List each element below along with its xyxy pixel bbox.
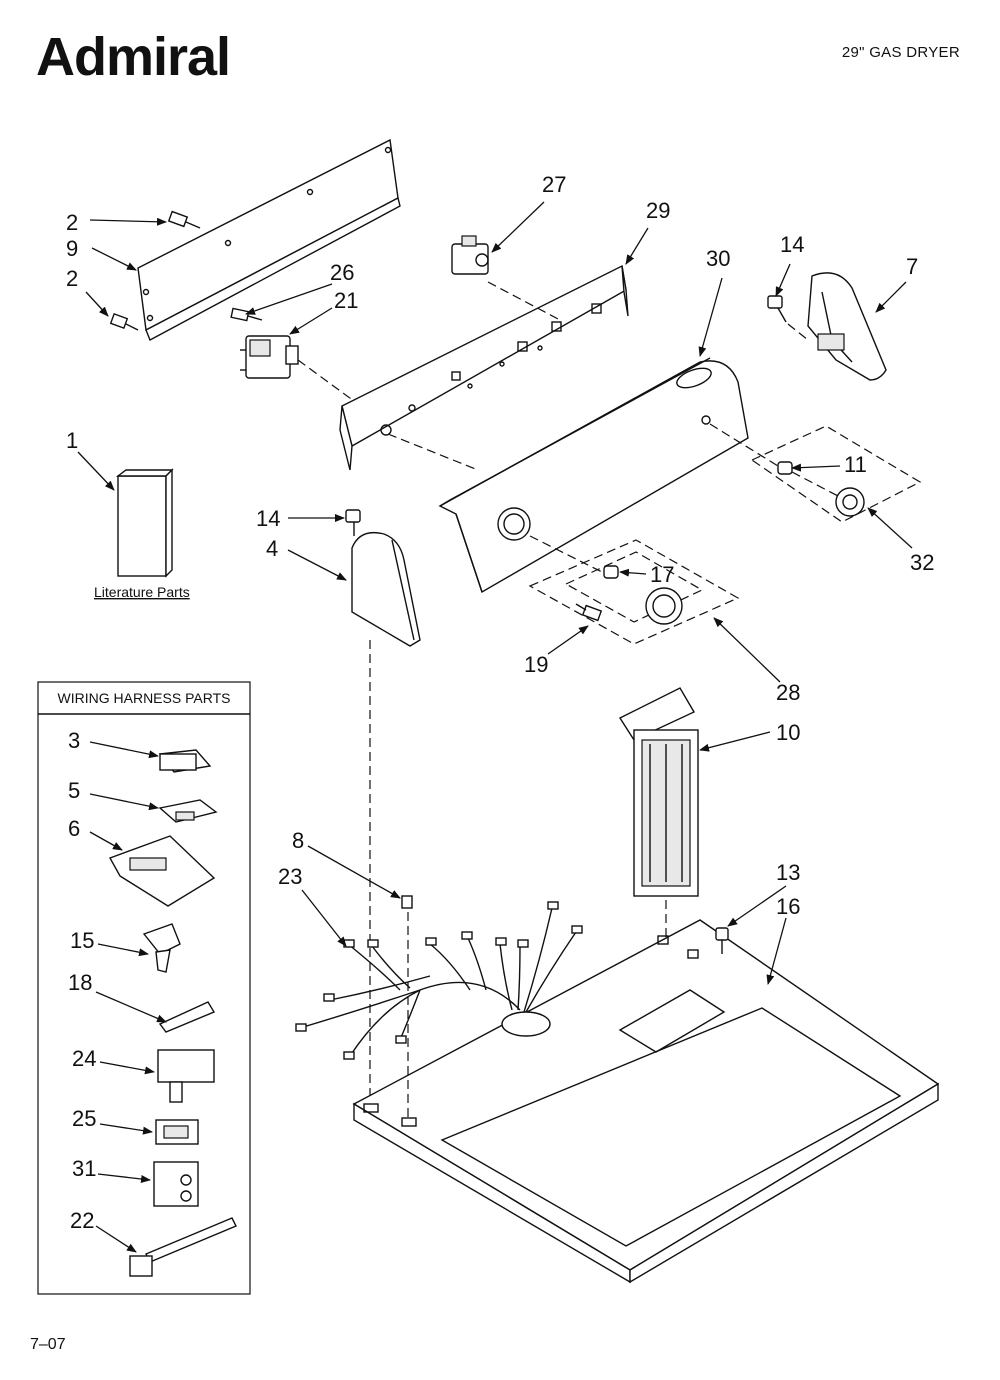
callout-8: 8 [292,828,304,853]
screw-part-26 [230,307,263,322]
callout-27: 27 [542,172,566,197]
callout-9: 9 [66,236,78,261]
connector-part-3 [158,749,212,773]
callout-15: 15 [70,928,94,953]
callout-2-top: 2 [66,210,78,235]
end-cap-part-4 [351,531,421,647]
literature-part [115,468,174,578]
callout-6: 6 [68,816,80,841]
callout-29: 29 [646,198,670,223]
connector-part-25 [155,1119,199,1145]
screw-part-2-top [167,210,201,229]
knob-part-28 [645,587,683,625]
connector-part-5 [158,799,218,823]
clip-part-8 [401,895,413,909]
callout-24: 24 [72,1046,96,1071]
console-part [438,357,749,594]
clip-part-11 [777,461,793,475]
callout-13: 13 [776,860,800,885]
screw-part-19 [575,603,603,622]
callout-4: 4 [266,536,278,561]
clip-part-15 [142,923,181,973]
connector-part-31 [153,1161,199,1207]
top-panel-part [352,919,940,1284]
callout-10: 10 [776,720,800,745]
screw-part-14-upper [767,295,787,323]
model-title: 29" GAS DRYER [841,44,960,61]
callout-2-bottom: 2 [66,266,78,291]
control-switch-part [240,335,299,379]
callout-26: 26 [330,260,354,285]
cable-tie-part-22 [129,1217,237,1277]
callout-16: 16 [776,894,800,919]
callout-25: 25 [72,1106,96,1131]
callout-31: 31 [72,1156,96,1181]
callout-23: 23 [278,864,302,889]
callout-14-upper: 14 [780,232,804,257]
callout-18: 18 [68,970,92,995]
callout-5: 5 [68,778,80,803]
callout-3: 3 [68,728,80,753]
callout-28: 28 [776,680,800,705]
knob-part-32 [835,487,865,517]
callout-19: 19 [524,652,548,677]
clip-part-17 [603,565,619,579]
wiring-harness-part [295,901,583,1060]
connector-part-24 [157,1049,215,1103]
callout-32: 32 [910,550,934,575]
screw-part-14-lower [345,509,361,536]
control-panel-frame-part [339,264,629,471]
callout-1: 1 [66,428,78,453]
literature-parts-label: Literature Parts [94,584,190,600]
callout-30: 30 [706,246,730,271]
terminal-part-18 [158,1001,216,1033]
wiring-box-title: WIRING HARNESS PARTS [58,690,231,706]
wiring-harness-box [37,681,251,1295]
callout-22: 22 [70,1208,94,1233]
rear-bracket-part [137,138,401,341]
callout-17: 17 [650,562,674,587]
end-cap-part-7 [807,272,887,381]
footer-code: 7–07 [30,1336,66,1353]
screw-part-2-bottom [109,313,139,331]
callout-21: 21 [334,288,358,313]
lint-screen-part [618,687,699,897]
connector-part-6 [108,835,216,907]
callout-11: 11 [844,452,867,477]
callout-7: 7 [906,254,918,279]
callout-14-lower: 14 [256,506,280,531]
switch-part-27 [451,235,489,275]
brand-logo: Admiral [36,27,231,87]
screw-part-13 [715,927,729,954]
